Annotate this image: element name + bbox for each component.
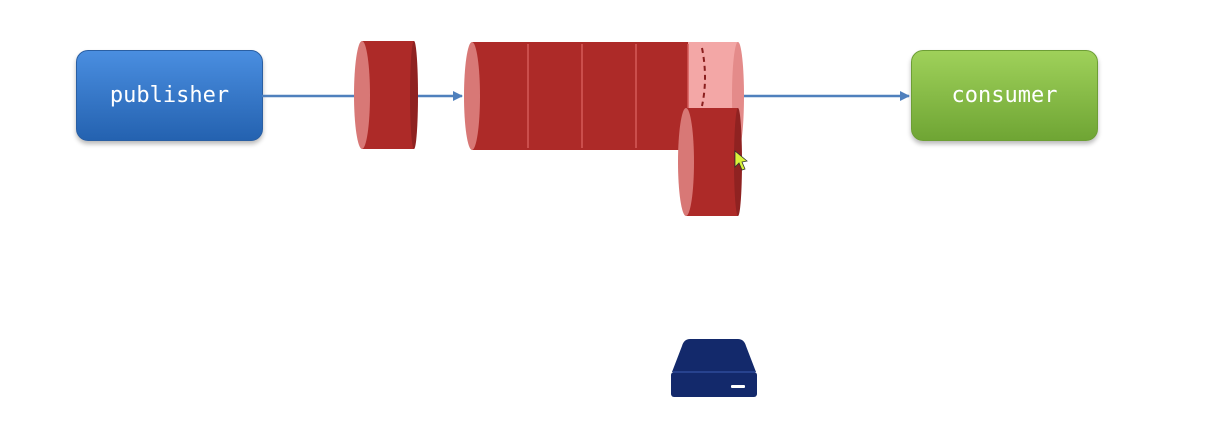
consumer-label: consumer xyxy=(951,83,1058,108)
queued-message xyxy=(582,42,636,150)
consumer-node: consumer xyxy=(911,50,1098,141)
incoming-message xyxy=(354,41,418,149)
queued-message xyxy=(636,42,688,150)
queued-message xyxy=(528,42,582,150)
queued-message xyxy=(472,42,528,150)
message-queue xyxy=(464,42,744,150)
publisher-label: publisher xyxy=(109,83,230,108)
cursor-icon xyxy=(734,150,748,171)
publisher-node: publisher xyxy=(76,50,263,141)
disk-icon xyxy=(671,339,757,397)
dropped-message xyxy=(678,108,742,216)
